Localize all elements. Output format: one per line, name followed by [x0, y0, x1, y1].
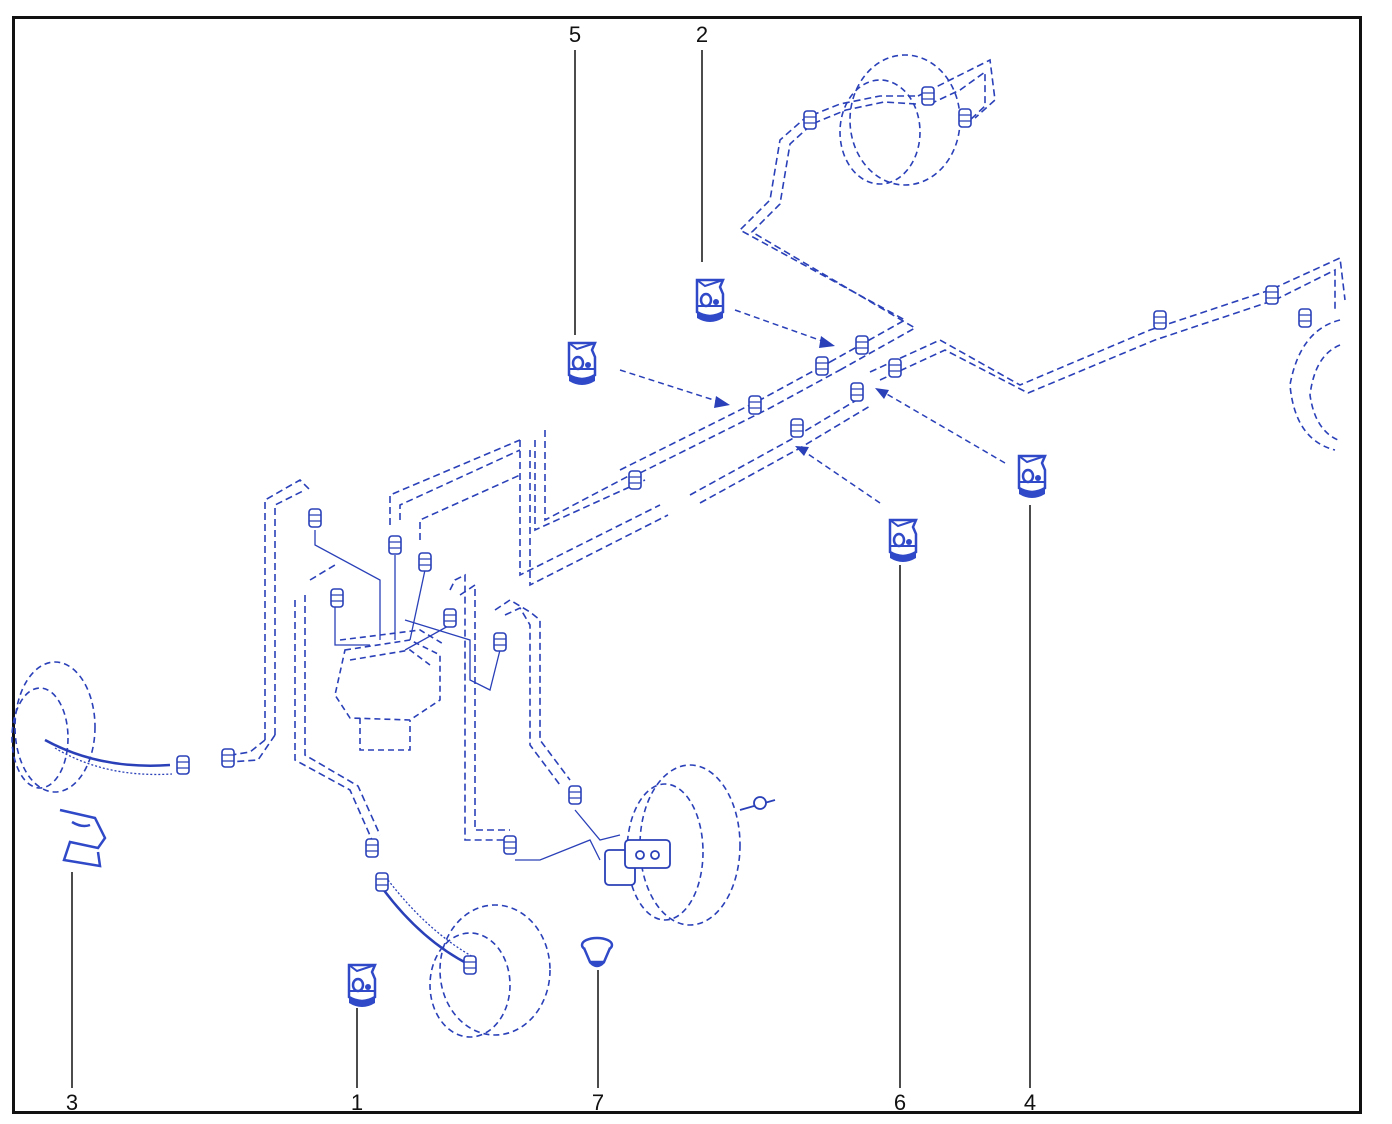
- callout-label-2: 2: [695, 22, 709, 47]
- clip-part-2: [695, 278, 725, 324]
- clip-part-5: [567, 341, 597, 387]
- flex-hoses: [44, 738, 476, 967]
- clip-part-6: [888, 518, 918, 564]
- bracket-part-3: [59, 808, 107, 868]
- callout-label-6: 6: [893, 1090, 907, 1115]
- pipe-fittings: [176, 86, 1312, 975]
- hydraulic-unit: [334, 629, 446, 751]
- callout-label-1: 1: [350, 1090, 364, 1115]
- brake-pipes: [224, 58, 1346, 841]
- connector-lines: [314, 530, 621, 861]
- arrow-heads: [714, 336, 889, 456]
- clip-part-4: [1017, 454, 1047, 500]
- clip-arrows: [619, 309, 1006, 504]
- callout-label-5: 5: [568, 22, 582, 47]
- wheels: [11, 54, 1341, 1038]
- callout-label-3: 3: [65, 1090, 79, 1115]
- master-cylinder: [604, 796, 776, 886]
- clip-part-1: [347, 963, 377, 1009]
- callout-leaders: [71, 50, 1031, 1088]
- grommet-part-7: [580, 936, 614, 968]
- diagram-frame: [12, 16, 1362, 1114]
- callout-label-4: 4: [1023, 1090, 1037, 1115]
- callout-label-7: 7: [591, 1090, 605, 1115]
